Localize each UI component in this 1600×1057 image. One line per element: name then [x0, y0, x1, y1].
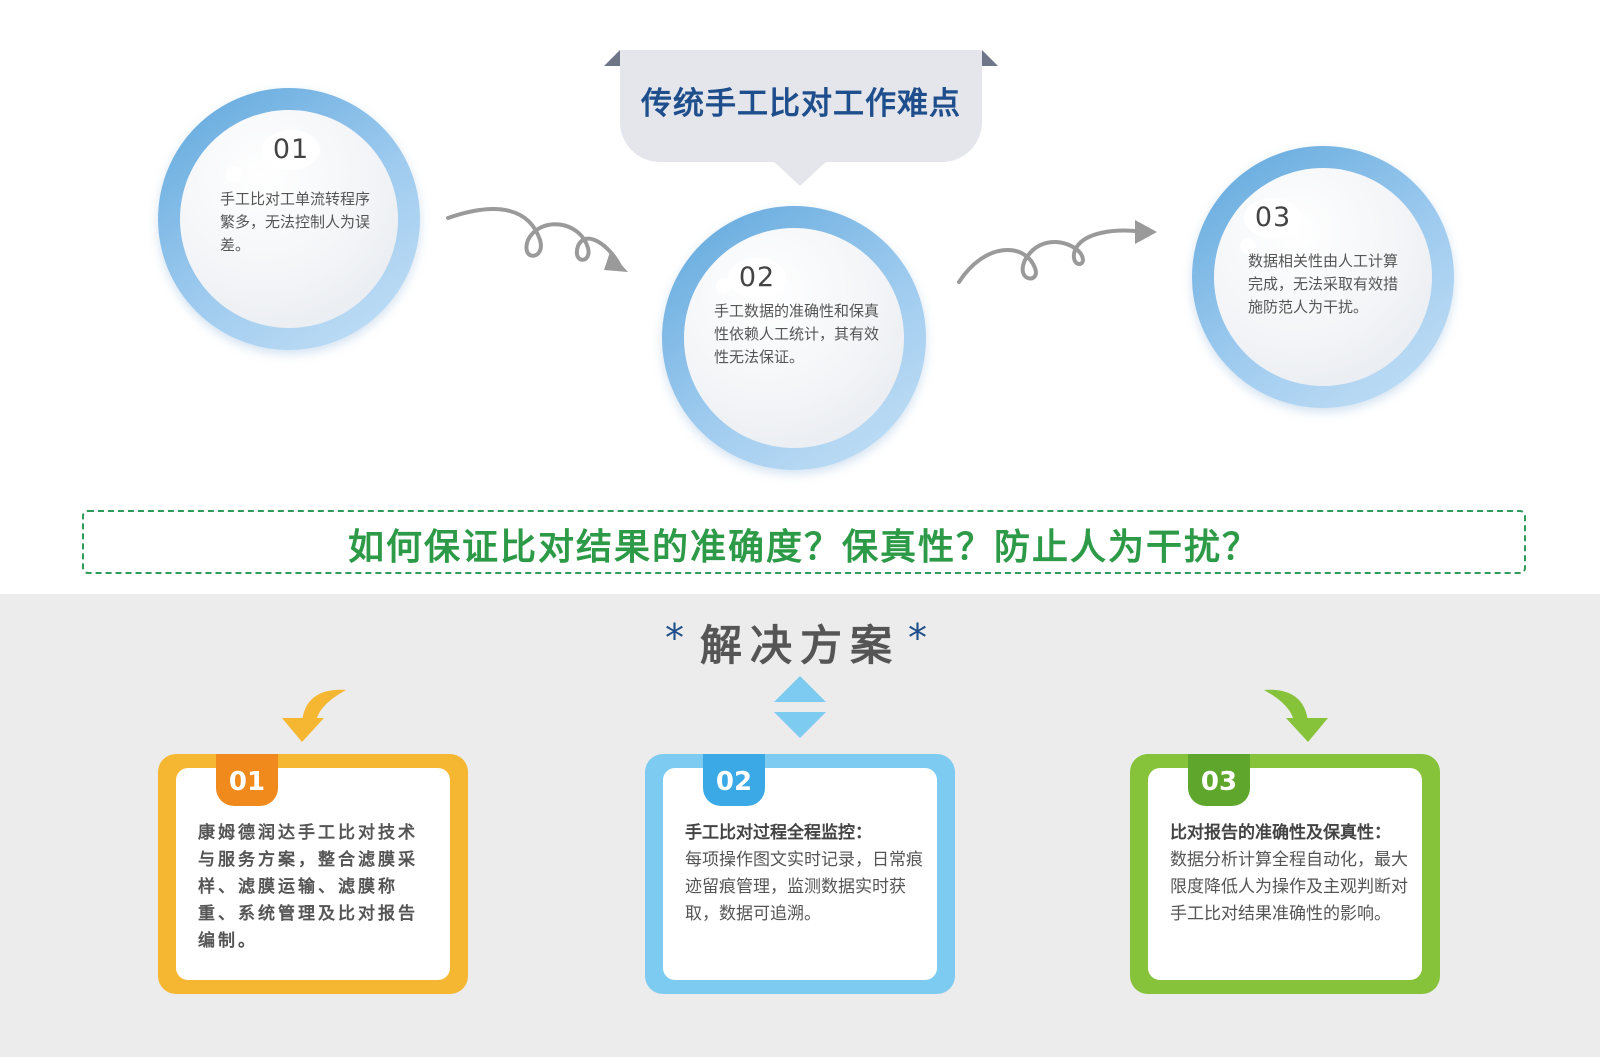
- curly-arrow-icon: [957, 220, 1157, 284]
- header-banner: [620, 50, 982, 162]
- difficulty-circle-3: 03 数据相关性由人工计算完成，无法采取有效措施防范人为干扰。: [1192, 146, 1454, 408]
- gloss-dot: [1240, 238, 1256, 254]
- difficulty-circle-1: 01 手工比对工单流转程序繁多，无法控制人为误差。: [158, 88, 420, 350]
- card-number-tab: 01: [216, 754, 278, 806]
- question-text: 如何保证比对结果的准确度？保真性？防止人为干扰？: [347, 527, 1260, 568]
- card-heading: 比对报告的准确性及保真性：: [1170, 823, 1391, 843]
- page-title: 传统手工比对工作难点: [641, 86, 961, 122]
- banner-pointer: [770, 158, 830, 186]
- card-heading: 手工比对过程全程监控：: [685, 823, 872, 843]
- card-body: [1148, 768, 1422, 980]
- difficulty-number: 02: [728, 258, 786, 298]
- difficulty-text: 数据相关性由人工计算完成，无法采取有效措施防范人为干扰。: [1248, 252, 1399, 316]
- star-icon: *: [665, 616, 684, 660]
- star-icon: *: [908, 616, 927, 660]
- gloss-dot: [226, 166, 242, 182]
- solution-title: 解决方案: [699, 621, 900, 670]
- banner-fold-left: [604, 50, 620, 66]
- difficulty-number: 03: [1244, 198, 1302, 238]
- difficulty-text: 手工比对工单流转程序繁多，无法控制人为误差。: [220, 190, 371, 254]
- solution-card-2: 02 手工比对过程全程监控： 每项操作图文实时记录，日常痕迹留痕管理，监测数据实…: [645, 754, 955, 994]
- curly-arrow-icon: [446, 207, 628, 272]
- card-number-tab: 03: [1188, 754, 1250, 806]
- difficulty-text: 手工数据的准确性和保真性依赖人工统计，其有效性无法保证。: [714, 302, 880, 366]
- card-text: 每项操作图文实时记录，日常痕迹留痕管理，监测数据实时获取，数据可追溯。: [685, 850, 923, 924]
- solution-card-1: 01 康姆德润达手工比对技术与服务方案，整合滤膜采样、滤膜运输、滤膜称重、系统管…: [158, 754, 468, 994]
- difficulty-circle-2: 02 手工数据的准确性和保真性依赖人工统计，其有效性无法保证。: [662, 206, 926, 470]
- card-text: 数据分析计算全程自动化，最大限度降低人为操作及主观判断对手工比对结果准确性的影响…: [1170, 850, 1408, 924]
- question-box: [82, 510, 1526, 574]
- curved-arrow-down-left-icon: [282, 689, 346, 742]
- solution-card-3: 03 比对报告的准确性及保真性： 数据分析计算全程自动化，最大限度降低人为操作及…: [1130, 754, 1440, 994]
- card-body: [663, 768, 937, 980]
- circle-face: [684, 228, 904, 448]
- banner-fold-right: [982, 50, 998, 66]
- card-number-tab: 02: [703, 754, 765, 806]
- curved-arrow-down-right-icon: [1264, 689, 1328, 742]
- difficulty-number: 01: [262, 130, 320, 170]
- card-text: 康姆德润达手工比对技术与服务方案，整合滤膜采样、滤膜运输、滤膜称重、系统管理及比…: [198, 823, 418, 951]
- up-down-arrows-icon: [774, 676, 826, 738]
- card-body: [176, 768, 450, 980]
